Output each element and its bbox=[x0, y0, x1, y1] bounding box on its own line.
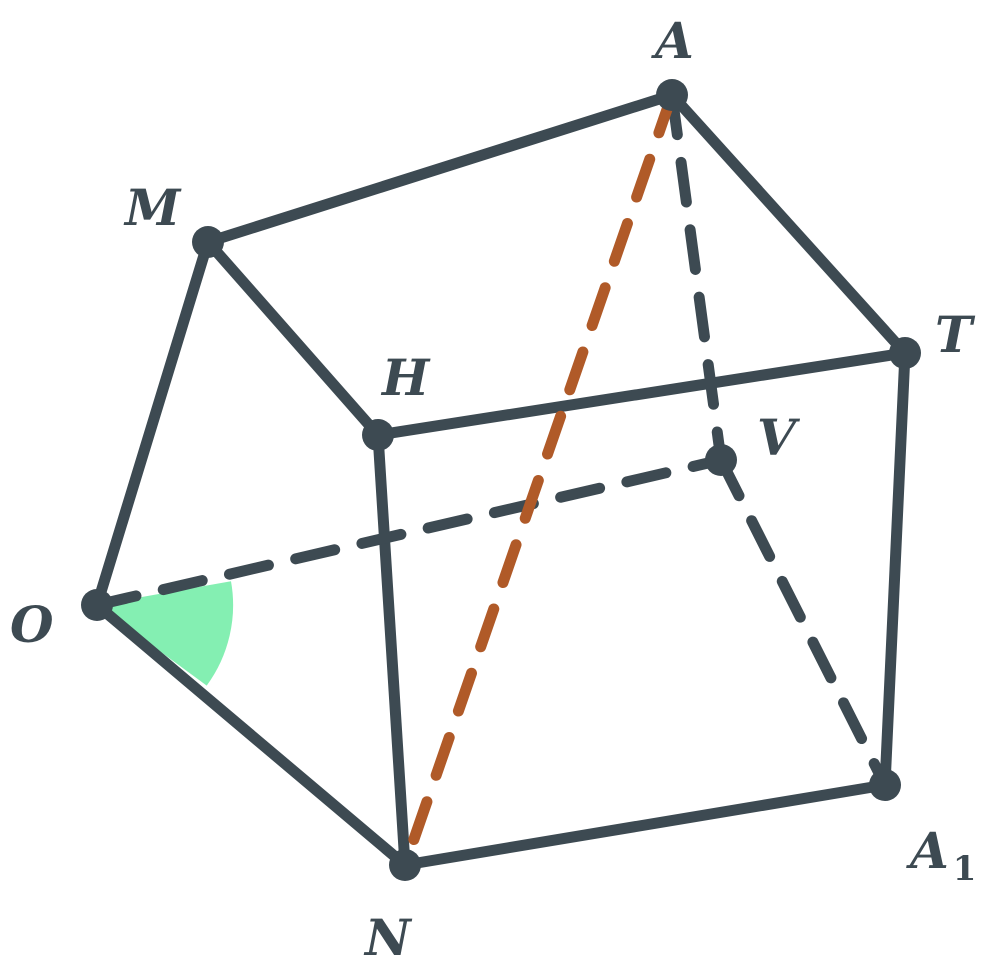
label-t: T bbox=[935, 305, 976, 364]
edge-o-n bbox=[91, 599, 411, 871]
edge-a-v bbox=[666, 89, 727, 466]
edge-t-a1 bbox=[879, 347, 911, 791]
label-a1-base: A bbox=[906, 821, 949, 880]
angle-marker-o bbox=[97, 581, 234, 686]
vertex-o bbox=[81, 589, 113, 621]
edge-a-t bbox=[666, 89, 911, 359]
vertex-v bbox=[705, 444, 737, 476]
edge-o-v bbox=[91, 454, 727, 611]
edge-h-t bbox=[372, 347, 911, 441]
vertex-m bbox=[192, 226, 224, 258]
label-a1-sub: 1 bbox=[953, 849, 977, 889]
label-n: N bbox=[363, 908, 413, 961]
label-a: A bbox=[651, 11, 694, 70]
edge-m-a bbox=[202, 89, 678, 248]
label-o: O bbox=[10, 595, 54, 654]
vertex-h bbox=[362, 419, 394, 451]
edge-v-a1 bbox=[715, 454, 891, 791]
edge-n-a1 bbox=[399, 779, 891, 871]
label-m: M bbox=[123, 178, 182, 237]
vertex-a bbox=[656, 79, 688, 111]
vertex-n bbox=[389, 849, 421, 881]
vertex-t bbox=[889, 337, 921, 369]
vertex-a1 bbox=[869, 769, 901, 801]
label-h: H bbox=[380, 348, 431, 407]
edge-h-n bbox=[372, 429, 411, 871]
edge-a-n bbox=[399, 89, 678, 871]
edge-m-h bbox=[202, 236, 384, 441]
edge-m-o bbox=[91, 236, 214, 611]
label-v: V bbox=[757, 408, 801, 467]
